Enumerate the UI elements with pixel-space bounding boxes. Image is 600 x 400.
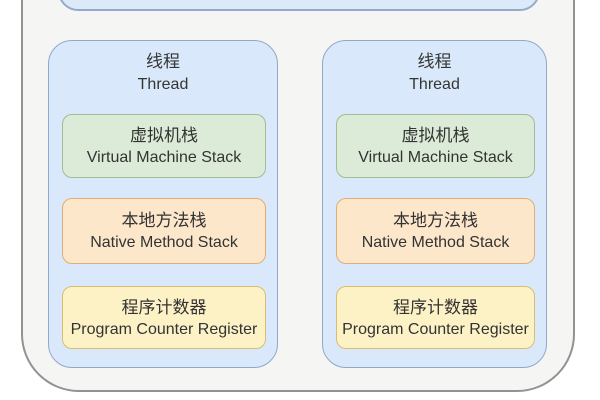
- native-method-stack-label-zh: 本地方法栈: [121, 211, 207, 230]
- program-counter-register-box: 程序计数器 Program Counter Register: [336, 286, 535, 349]
- thread-title: 线程 Thread: [323, 50, 546, 95]
- thread-box-right: 线程 Thread 虚拟机栈 Virtual Machine Stack 本地方…: [322, 40, 547, 368]
- native-method-stack-label-zh: 本地方法栈: [393, 211, 478, 230]
- virtual-machine-stack-label-zh: 虚拟机栈: [401, 126, 470, 145]
- thread-title: 线程 Thread: [49, 50, 277, 95]
- native-method-stack-label-en: Native Method Stack: [90, 234, 238, 251]
- program-counter-register-label-en: Program Counter Register: [342, 320, 529, 338]
- virtual-machine-stack-label-en: Virtual Machine Stack: [358, 149, 513, 166]
- thread-box-left: 线程 Thread 虚拟机栈 Virtual Machine Stack 本地方…: [48, 40, 278, 368]
- native-method-stack-label-en: Native Method Stack: [361, 234, 510, 251]
- thread-title-en: Thread: [137, 76, 189, 93]
- shared-memory-area-box: [58, 0, 540, 11]
- program-counter-register-box: 程序计数器 Program Counter Register: [62, 286, 266, 349]
- thread-title-zh: 线程: [146, 52, 180, 71]
- virtual-machine-stack-box: 虚拟机栈 Virtual Machine Stack: [336, 114, 535, 178]
- thread-title-en: Thread: [409, 76, 460, 93]
- program-counter-register-label-zh: 程序计数器: [393, 297, 478, 317]
- virtual-machine-stack-label-zh: 虚拟机栈: [130, 126, 198, 145]
- program-counter-register-label-zh: 程序计数器: [121, 297, 207, 317]
- native-method-stack-box: 本地方法栈 Native Method Stack: [336, 198, 535, 264]
- virtual-machine-stack-box: 虚拟机栈 Virtual Machine Stack: [62, 114, 266, 178]
- program-counter-register-label-en: Program Counter Register: [70, 320, 258, 338]
- thread-title-zh: 线程: [417, 52, 452, 71]
- virtual-machine-stack-label-en: Virtual Machine Stack: [86, 149, 242, 166]
- native-method-stack-box: 本地方法栈 Native Method Stack: [62, 198, 266, 264]
